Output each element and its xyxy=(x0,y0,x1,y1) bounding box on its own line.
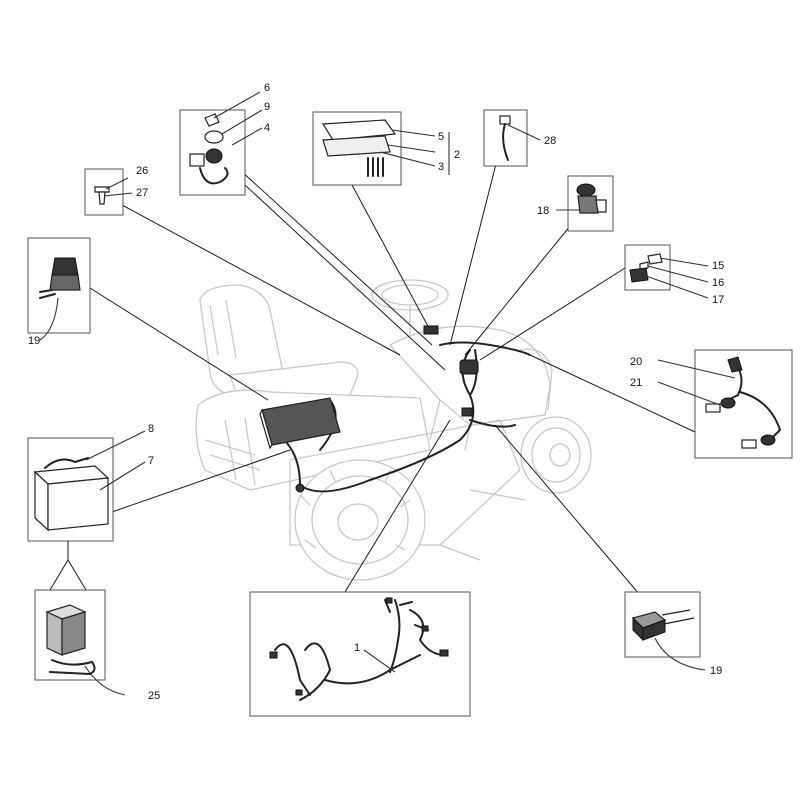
label-28: 28 xyxy=(544,135,556,147)
label-19-right: 19 xyxy=(710,665,722,677)
box-switch-19-right: 19 xyxy=(624,591,722,677)
label-7: 7 xyxy=(148,455,154,467)
tractor-connector xyxy=(423,325,439,335)
label-25: 25 xyxy=(148,690,160,702)
tractor-wiring xyxy=(259,325,531,493)
label-17: 17 xyxy=(712,294,724,306)
label-19-left: 19 xyxy=(28,335,40,347)
label-20: 20 xyxy=(630,356,642,368)
label-1: 1 xyxy=(354,642,360,654)
label-5: 5 xyxy=(438,131,444,143)
tractor-outline xyxy=(195,279,592,581)
box-fuse-block: 5 2 3 xyxy=(312,111,460,186)
box-screw: 26 27 xyxy=(84,165,148,216)
label-18: 18 xyxy=(537,205,549,217)
label-8: 8 xyxy=(148,423,154,435)
box-parts-15-17: 15 16 17 xyxy=(624,244,724,306)
box-switch-19-left: 19 xyxy=(27,237,91,347)
box-battery: 8 7 xyxy=(27,423,154,542)
box-parts-20-21: 20 21 xyxy=(630,349,793,459)
box-ignition: 6 9 4 xyxy=(179,82,270,196)
label-2: 2 xyxy=(454,149,460,161)
label-16: 16 xyxy=(712,277,724,289)
box-charger: 25 xyxy=(34,589,160,702)
label-6: 6 xyxy=(264,82,270,94)
label-27: 27 xyxy=(136,187,148,199)
label-4: 4 xyxy=(264,122,270,134)
label-3: 3 xyxy=(438,161,444,173)
box-harness: 1 xyxy=(249,591,471,717)
label-9: 9 xyxy=(264,101,270,113)
label-15: 15 xyxy=(712,260,724,272)
box-switch-18: 18 xyxy=(537,175,614,232)
leader-lines xyxy=(89,159,696,596)
box-28: 28 xyxy=(483,109,556,167)
label-21: 21 xyxy=(630,377,642,389)
label-26: 26 xyxy=(136,165,148,177)
